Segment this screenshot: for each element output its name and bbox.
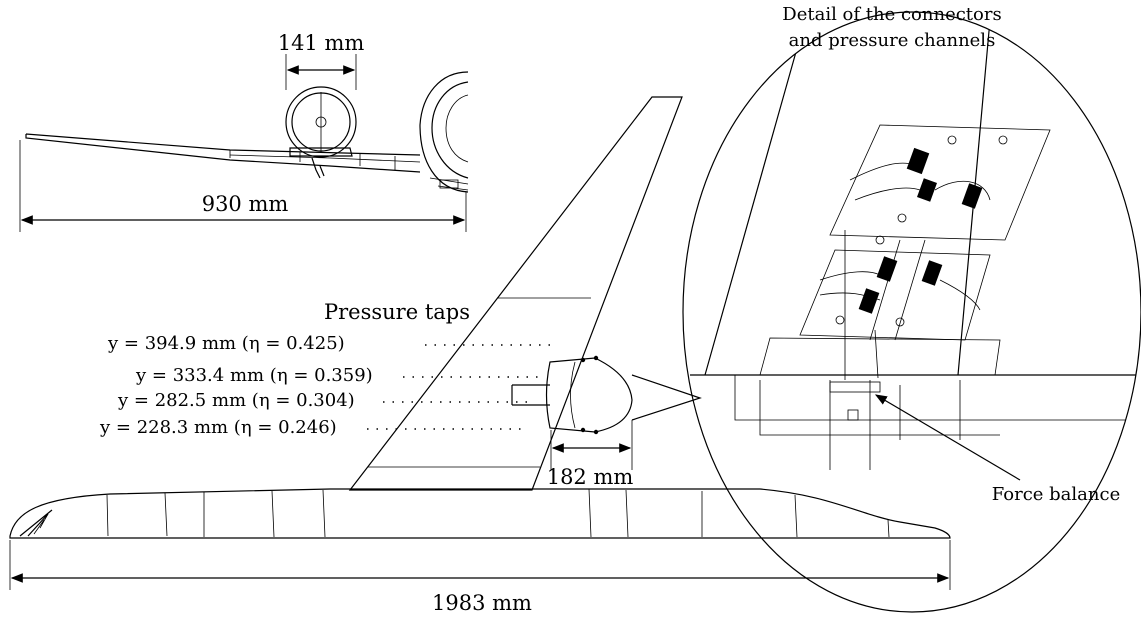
tap-row-1: y = 394.9 mm (η = 0.425) — [107, 333, 345, 354]
nacelle-length-label: 182 mm — [547, 465, 634, 489]
plan-view: 182 mm — [348, 96, 702, 491]
fuselage-length-label: 1983 mm — [432, 591, 532, 615]
detail-title-line1: Detail of the connectors — [782, 4, 1001, 25]
pressure-taps-title: Pressure taps — [324, 300, 470, 324]
detail-view: Detail of the connectors and pressure ch… — [682, 4, 1141, 613]
fuselage-view: 1983 mm — [9, 488, 951, 615]
wing-span-label: 930 mm — [202, 192, 289, 216]
nacelle-width-label: 141 mm — [278, 31, 365, 55]
force-balance-label: Force balance — [992, 484, 1120, 505]
pressure-taps: Pressure taps y = 394.9 mm (η = 0.425) y… — [99, 300, 552, 438]
tap-row-3: y = 282.5 mm (η = 0.304) — [117, 390, 355, 411]
tap-row-4: y = 228.3 mm (η = 0.246) — [99, 417, 337, 438]
front-view: 141 mm 930 mm — [19, 31, 469, 232]
tap-row-2: y = 333.4 mm (η = 0.359) — [135, 365, 373, 386]
detail-title-line2: and pressure channels — [789, 30, 996, 51]
